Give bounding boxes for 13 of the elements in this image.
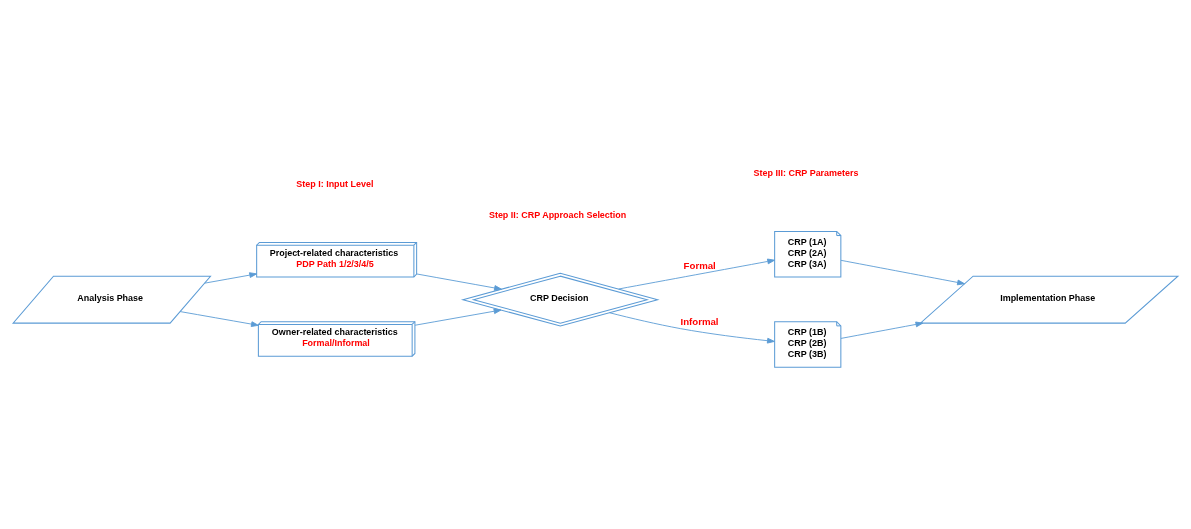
arrow — [414, 308, 502, 326]
label: Step I: Input Level — [296, 178, 374, 189]
arrow — [840, 321, 924, 339]
label: Step III: CRP Parameters — [753, 167, 859, 178]
arrow — [609, 312, 775, 344]
arrow — [204, 272, 258, 284]
arrow — [179, 311, 259, 327]
arrow — [840, 259, 965, 286]
edge-label: Informal — [680, 316, 719, 328]
edge-label: Formal — [683, 259, 716, 271]
arrow — [416, 273, 502, 291]
label: Step II: CRP Approach Selection — [488, 209, 627, 220]
arrow — [618, 258, 776, 290]
